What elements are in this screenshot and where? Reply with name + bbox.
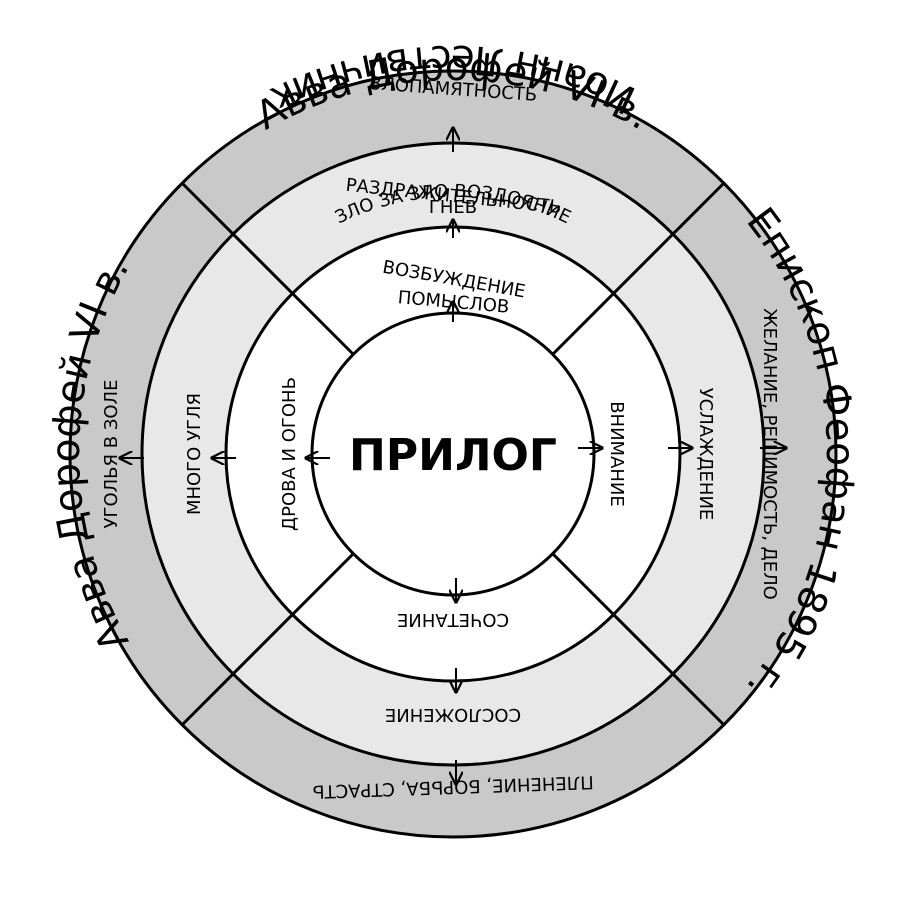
right-r3-label: ЖЕЛАНИЕ, РЕШИМОСТЬ, ДЕЛО xyxy=(759,308,780,600)
left-r3-label: УГОЛЬЯ В ЗОЛЕ xyxy=(101,380,122,529)
bottom-r2-label: СОСЛОЖЕНИЕ xyxy=(385,704,521,725)
right-r2-label: УСЛАЖДЕНИЕ xyxy=(695,388,716,521)
left-r2-label: МНОГО УГЛЯ xyxy=(184,393,205,515)
divider-se xyxy=(550,551,726,727)
left-r1-label: ДРОВА И ОГОНЬ xyxy=(279,377,300,531)
bottom-r1-label: СОЧЕТАНИЕ xyxy=(397,609,509,630)
center-label: ПРИЛОГ xyxy=(349,430,557,481)
divider-nw xyxy=(180,181,356,357)
top-r2-line2: ГНЕВ xyxy=(429,197,477,218)
right-r1-label: ВНИМАНИЕ xyxy=(606,401,627,507)
divider-sw xyxy=(180,551,356,727)
divider-ne xyxy=(550,181,726,357)
